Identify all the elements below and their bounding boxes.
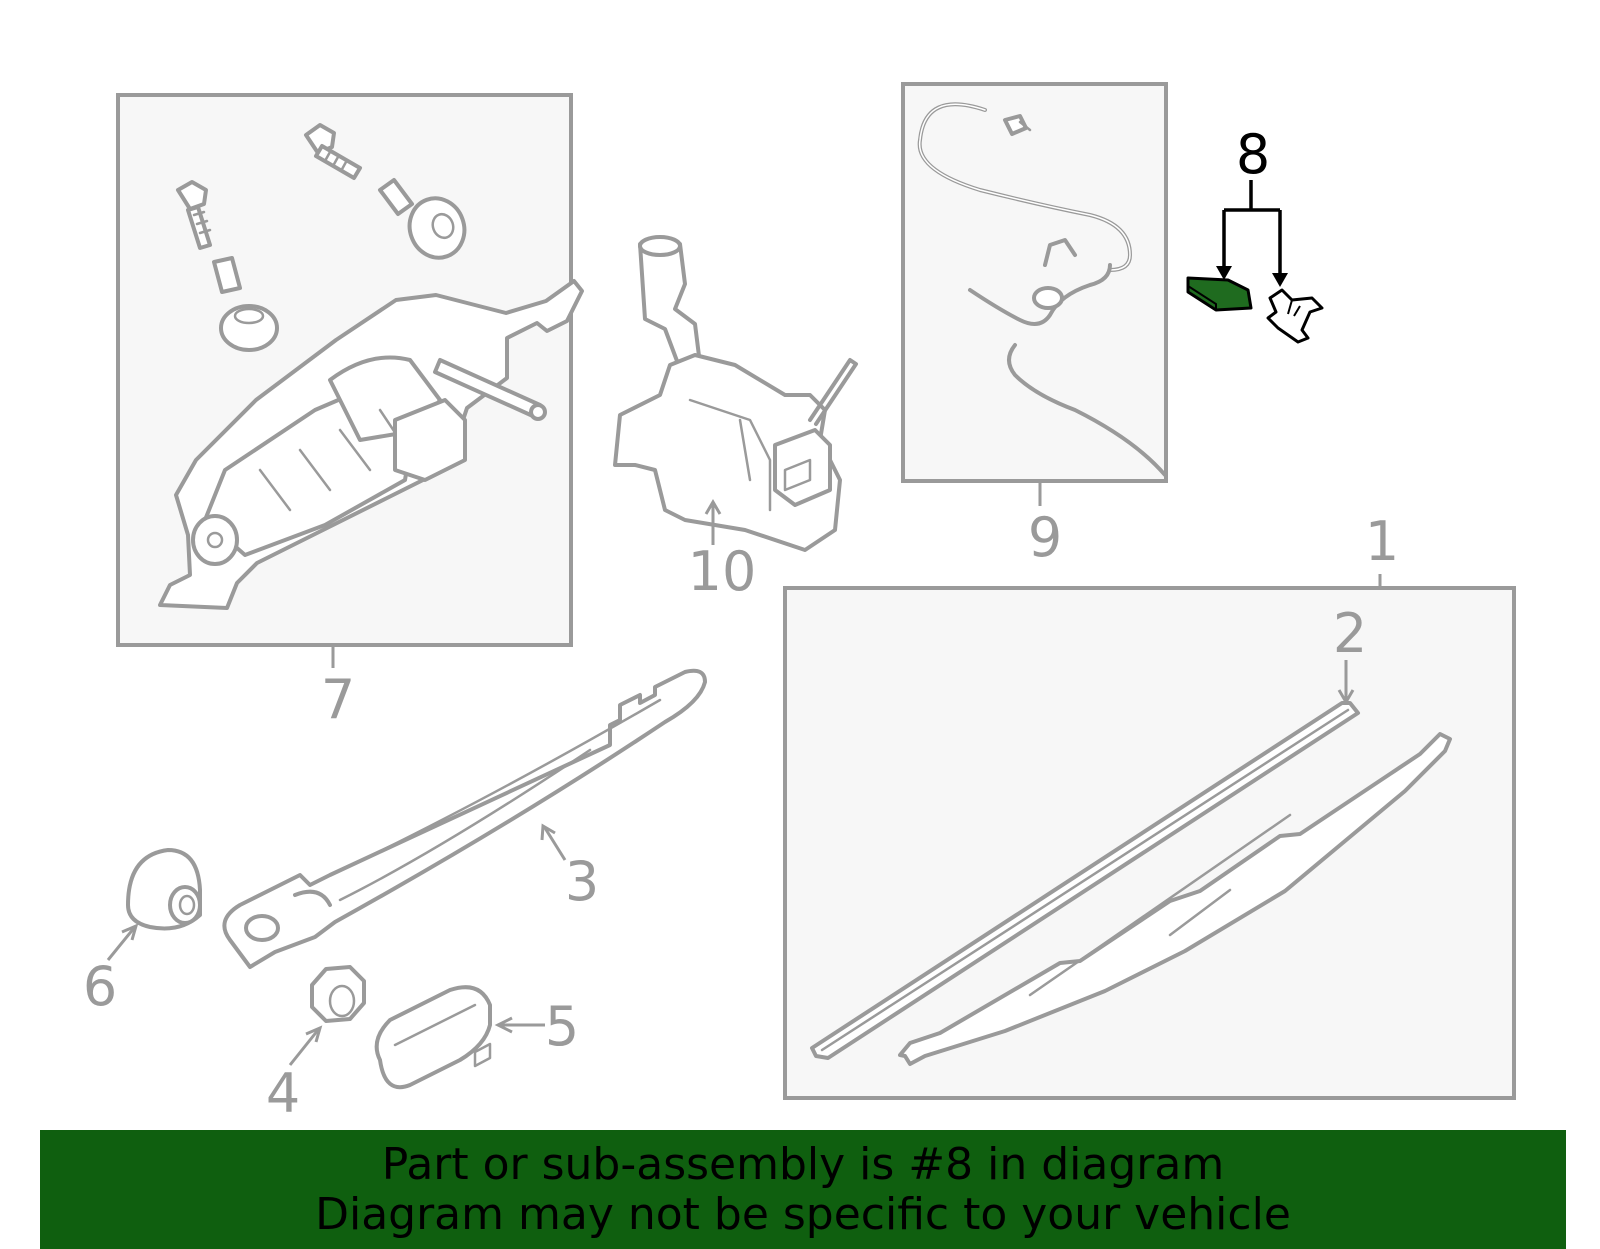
part-3-wiper-arm: 3 <box>222 668 707 969</box>
motor-spacer-left <box>212 256 242 294</box>
wiper-arm-pivot <box>244 914 280 942</box>
leader-4 <box>288 1029 320 1066</box>
banner-line-1: Part or sub-assembly is #8 in diagram <box>381 1138 1225 1190</box>
part-8-highlighted: 8 <box>1186 123 1324 344</box>
part-5-cover: 5 <box>374 985 579 1090</box>
callout-3: 3 <box>565 850 599 913</box>
pivot-cover <box>374 985 492 1090</box>
pivot-nut <box>310 965 366 1023</box>
washer-hose-lower <box>1007 343 1167 477</box>
group-7-motor-assembly: 7 <box>116 93 584 731</box>
group-1-wiper-blade: 1 2 <box>783 510 1516 1100</box>
group-9-washer-hose: 9 <box>901 82 1168 569</box>
clip-bracket <box>1266 288 1324 344</box>
callout-2: 2 <box>1333 602 1367 665</box>
reservoir-filler-neck <box>638 236 702 371</box>
callout-6: 6 <box>83 955 117 1018</box>
callout-7: 7 <box>321 668 355 731</box>
motor-grommet-top <box>407 196 467 260</box>
info-banner: Part or sub-assembly is #8 in diagram Di… <box>40 1130 1566 1249</box>
part-10-washer-reservoir: 10 <box>613 235 858 603</box>
callout-1: 1 <box>1365 510 1399 573</box>
highlighted-clip <box>1186 276 1253 312</box>
washer-hose-connector <box>1003 114 1032 136</box>
washer-hose-nozzle <box>968 238 1112 326</box>
callout-9: 9 <box>1028 506 1062 569</box>
wiper-motor <box>158 279 584 610</box>
box-group-9 <box>901 82 1168 483</box>
part-6-cap: 6 <box>83 848 202 1018</box>
motor-spacer-top <box>378 178 414 216</box>
leader-3 <box>543 827 567 861</box>
reservoir-tank <box>613 353 842 552</box>
wiper-blade <box>898 732 1452 1066</box>
part-4-nut: 4 <box>266 965 366 1125</box>
reservoir-level-sensor <box>808 358 858 426</box>
callout-5: 5 <box>545 995 579 1058</box>
motor-bolt-top <box>304 123 362 180</box>
callout-4: 4 <box>266 1062 300 1125</box>
motor-bolt-left <box>176 180 212 250</box>
motor-grommet-left <box>219 304 279 352</box>
leader-6 <box>106 927 136 961</box>
callout-10: 10 <box>688 540 757 603</box>
banner-line-2: Diagram may not be specific to your vehi… <box>315 1188 1291 1240</box>
reservoir-pump <box>773 428 832 507</box>
leader-8 <box>1222 180 1282 275</box>
callout-8: 8 <box>1236 123 1270 186</box>
